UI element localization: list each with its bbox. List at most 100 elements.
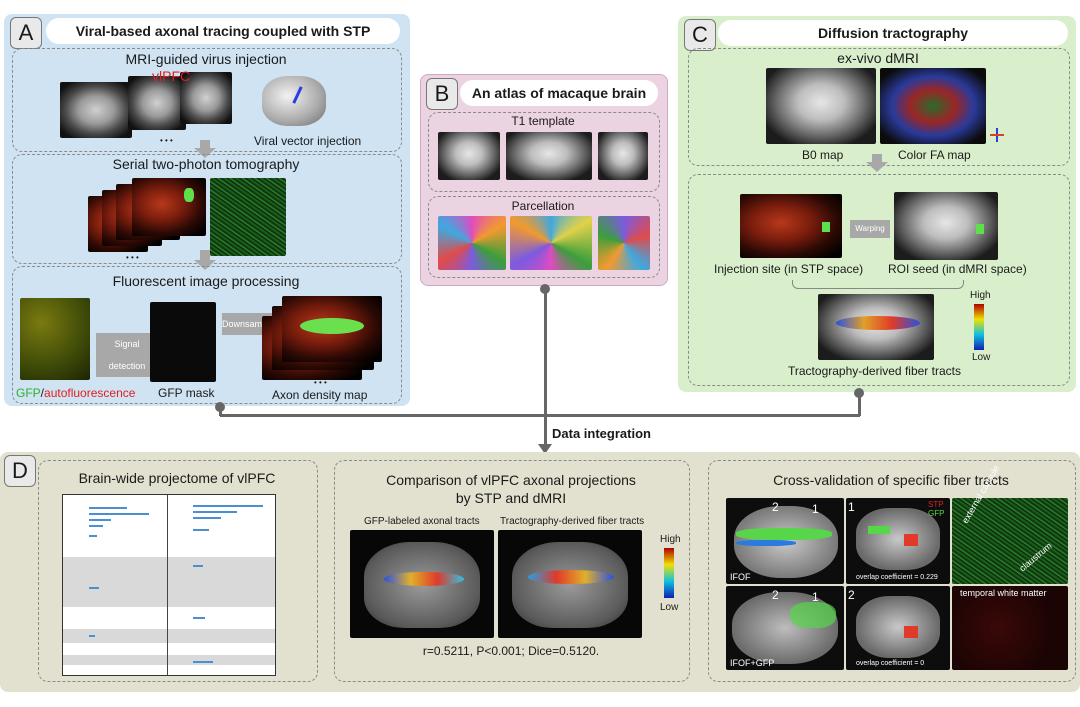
t1-coronal-image — [438, 132, 500, 180]
colorbar — [974, 304, 984, 350]
tractography-tracts-image — [498, 530, 642, 638]
stp-slice-image — [132, 178, 206, 236]
stp-title: Serial two-photon tomography — [112, 156, 300, 172]
projectome-box — [38, 460, 318, 682]
merge-bracket — [792, 280, 964, 289]
fiber-tracts-label: Tractography-derived fiber tracts — [788, 364, 961, 378]
mri-injection-title: MRI-guided virus injection — [125, 51, 287, 67]
b0-map-label: B0 map — [802, 148, 844, 162]
panel-a-title: Viral-based axonal tracing coupled with … — [46, 18, 400, 44]
ifof-gfp-sagittal-image — [726, 586, 844, 670]
overlap-coronal-image-1 — [846, 498, 950, 584]
cross-validation-box — [708, 460, 1076, 682]
overlap-coefficient-1: overlap coefficient = 0.229 — [856, 574, 938, 581]
downsample-arrow: Downsample — [222, 313, 274, 335]
external-capsule-zoom — [952, 498, 1068, 584]
parcellation-title: Parcellation — [511, 199, 575, 213]
roi-green-spot — [976, 224, 984, 234]
b0-map-image — [766, 68, 876, 144]
connector-line — [220, 414, 860, 417]
overlap-coronal-image-2 — [846, 586, 950, 670]
parcellation-sagittal-image — [510, 216, 592, 270]
flow-arrow-stem — [200, 250, 210, 262]
stp-dots: • • • — [126, 253, 139, 262]
comparison-title-line2: by STP and dMRI — [455, 490, 567, 506]
mri-slice-image — [128, 76, 186, 130]
slice-number-2b: 2 — [772, 588, 779, 602]
gfp-tracts-label: GFP-labeled axonal tracts — [364, 516, 480, 527]
flow-arrow-down-icon — [866, 162, 888, 172]
connector-line — [544, 288, 547, 444]
connector-line — [858, 392, 861, 416]
raw-fluorescent-image — [20, 298, 90, 380]
stp-zoom-image — [210, 178, 286, 256]
tractography-box — [688, 174, 1070, 386]
flow-arrow-down-icon — [194, 260, 216, 270]
connector-dot — [854, 388, 864, 398]
cross-validation-title: Cross-validation of specific fiber tract… — [773, 472, 1009, 488]
autofluorescence-caption: GFP/autofluorescence — [16, 386, 135, 400]
t1-sagittal-image — [506, 132, 592, 180]
slice-dots: • • • — [160, 136, 173, 145]
ifof-sagittal-image — [726, 498, 844, 584]
vlpfc-label: vlPFC — [152, 68, 191, 84]
parcellation-box — [428, 196, 660, 278]
fluorescent-box — [12, 266, 402, 404]
t1-axial-image — [598, 132, 648, 180]
slice-number-1c: 1 — [812, 590, 819, 604]
overlap-coefficient-2: overlap coefficient = 0 — [856, 660, 925, 667]
panel-a-letter: A — [10, 17, 42, 49]
connector-dot — [215, 402, 225, 412]
comparison-stats: r=0.5211, P<0.001; Dice=0.5120. — [422, 644, 600, 658]
autofluorescence-word: autofluorescence — [44, 386, 136, 400]
warping-arrow: Warping — [850, 220, 890, 238]
injection-green-spot — [822, 222, 830, 232]
gfp-mask-label: GFP mask — [158, 386, 215, 400]
panel-b-title: An atlas of macaque brain — [460, 80, 658, 106]
slice-number-2: 2 — [772, 500, 779, 514]
signal-detection-arrow: Signal detection — [96, 333, 158, 377]
panel-b-letter: B — [426, 78, 458, 110]
panel-c-letter: C — [684, 19, 716, 51]
mri-slice-image — [180, 72, 232, 124]
flow-arrow-down-icon — [194, 148, 216, 158]
axon-density-label: Axon density map — [272, 388, 368, 402]
connector-dot — [540, 284, 550, 294]
viral-injection-label: Viral vector injection — [254, 134, 362, 148]
ifof-gfp-label: IFOF+GFP — [730, 658, 775, 668]
orientation-cross-icon — [990, 128, 1004, 142]
density-dots: • • • — [314, 378, 327, 387]
parcellation-coronal-image — [438, 216, 506, 270]
stp-green-spot — [184, 188, 194, 202]
mri-slice-image — [60, 82, 132, 138]
panel-d-letter: D — [4, 455, 36, 487]
t1-template-box — [428, 112, 660, 192]
gfp-mask-image — [150, 302, 216, 382]
gfp-tracts-image — [350, 530, 494, 638]
comparison-box — [334, 460, 690, 682]
slice-number-1b: 1 — [848, 500, 855, 514]
t1-template-title: T1 template — [511, 114, 575, 128]
d-colorbar-high-label: High — [660, 534, 681, 545]
colorbar-high-label: High — [970, 290, 991, 301]
ifof-label: IFOF — [730, 572, 751, 582]
slice-number-2c: 2 — [848, 588, 855, 602]
fluorescent-title: Fluorescent image processing — [112, 273, 300, 289]
projectome-bar-chart — [62, 494, 276, 676]
flow-arrow-stem — [200, 140, 210, 150]
tractography-tracts-label: Tractography-derived fiber tracts — [500, 516, 645, 527]
panel-c-title: Diffusion tractography — [718, 20, 1068, 46]
temporal-white-matter-label: temporal white matter — [960, 588, 1047, 598]
slash: / — [40, 386, 45, 400]
temporal-white-matter-zoom — [952, 586, 1068, 670]
projectome-title: Brain-wide projectome of vlPFC — [78, 470, 276, 486]
density-green-tracts — [300, 318, 364, 334]
color-fa-image — [880, 68, 986, 144]
color-fa-label: Color FA map — [898, 148, 971, 162]
colorbar-low-label: Low — [972, 352, 991, 363]
exvivo-title: ex-vivo dMRI — [837, 50, 919, 66]
gfp-word: GFP — [16, 386, 41, 400]
slice-number-1: 1 — [812, 502, 819, 516]
roi-seed-label: ROI seed (in dMRI space) — [888, 262, 1027, 276]
comparison-title-line1: Comparison of vlPFC axonal projections — [386, 472, 636, 488]
